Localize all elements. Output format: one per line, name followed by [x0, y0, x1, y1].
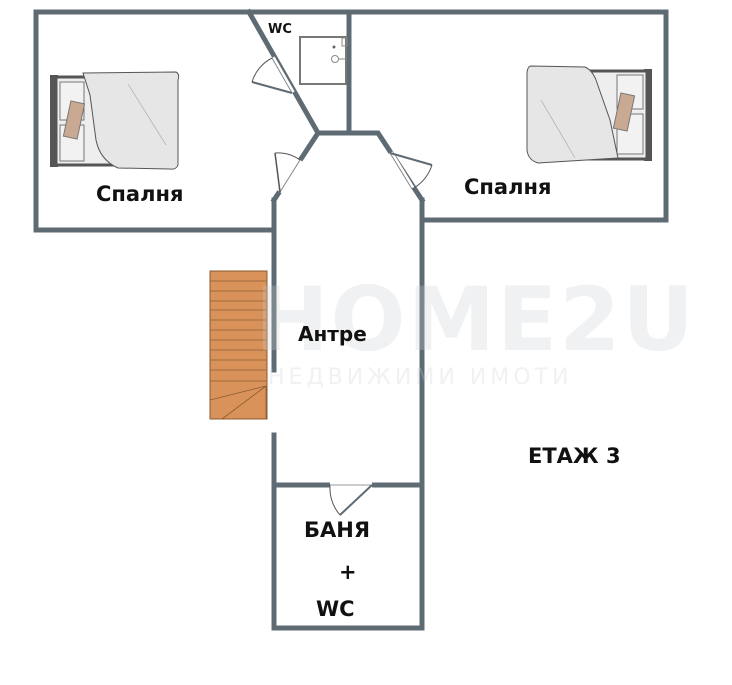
walls	[33, 8, 669, 631]
room-label-bathroom-line2: +	[339, 560, 357, 584]
bed-left-icon	[50, 71, 180, 170]
floor-label: ЕТАЖ 3	[528, 444, 621, 468]
room-label-bedroom-right: Спалня	[464, 175, 552, 199]
door-bathroom	[329, 482, 373, 516]
room-label-bedroom-left: Спалня	[96, 182, 184, 206]
bed-right-icon	[526, 65, 652, 164]
door-wc	[251, 56, 295, 95]
room-label-hallway: Антре	[298, 322, 367, 346]
shower-tray-icon	[299, 36, 348, 85]
room-label-wc: WC	[268, 22, 292, 37]
door-right-bedroom	[387, 151, 433, 191]
room-label-bathroom-line3: WC	[316, 597, 355, 621]
door-left-bedroom	[274, 152, 303, 194]
room-label-bathroom-line1: БАНЯ	[304, 518, 371, 542]
staircase-icon	[209, 270, 268, 420]
